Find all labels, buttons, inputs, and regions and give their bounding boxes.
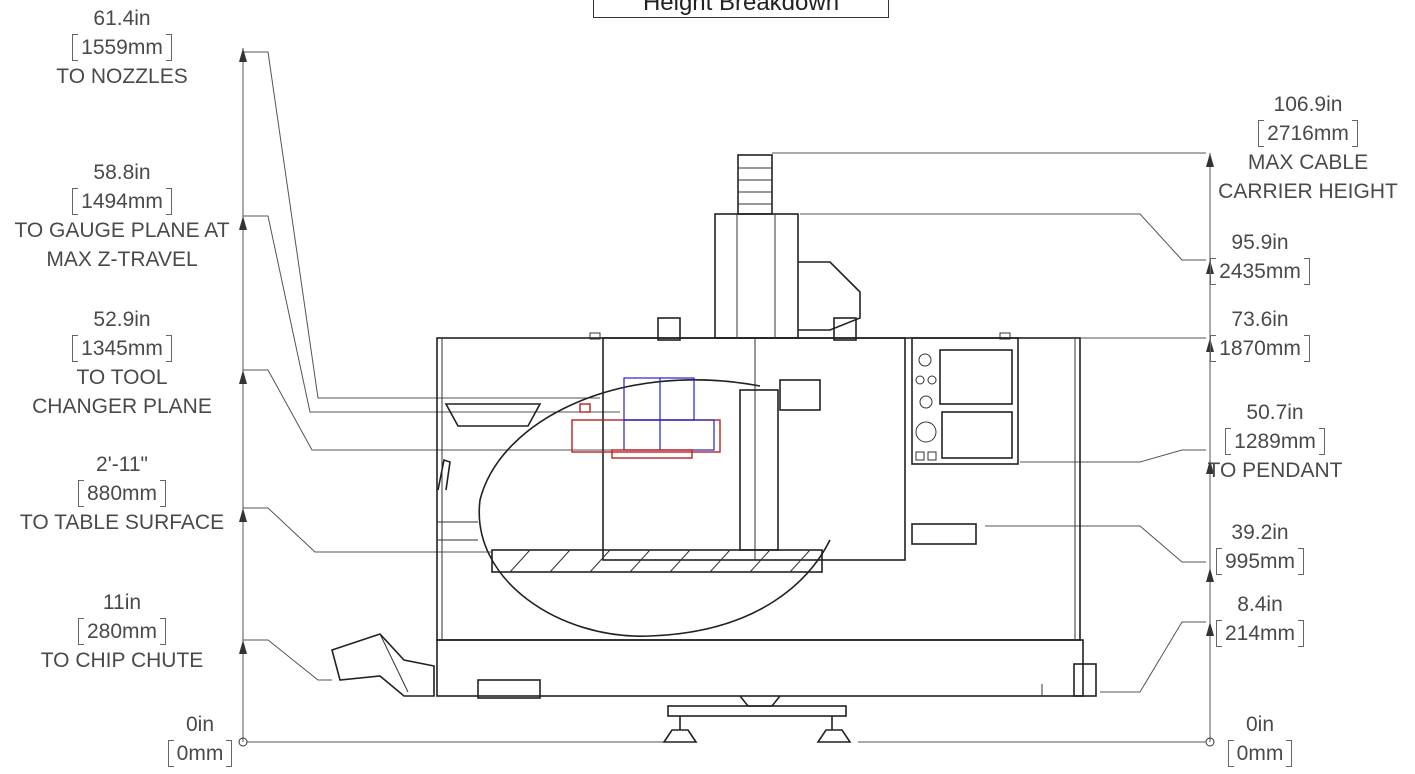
- dim-in: 73.6in: [1231, 308, 1289, 331]
- right-dim-73: 73.6in 1870mm: [1200, 305, 1320, 363]
- dim-in: 106.9in: [1273, 93, 1343, 116]
- dim-in: 0in: [1245, 713, 1275, 736]
- dim-mm: 0mm: [167, 739, 233, 768]
- dim-desc: TO PENDANT: [1207, 459, 1343, 482]
- left-dim-gauge-plane: 58.8in 1494mm TO GAUGE PLANE AT MAX Z-TR…: [2, 158, 242, 274]
- dim-in: 2'-11": [96, 453, 148, 476]
- left-dim-nozzles: 61.4in 1559mm TO NOZZLES: [2, 4, 242, 91]
- left-dim-zero: 0in 0mm: [140, 710, 260, 768]
- dim-desc: CHANGER PLANE: [32, 395, 212, 418]
- dim-in: 61.4in: [93, 7, 151, 30]
- right-dim-95: 95.9in 2435mm: [1200, 228, 1320, 286]
- left-leaders: [243, 51, 640, 681]
- left-dim-table-surface: 2'-11" 880mm TO TABLE SURFACE: [2, 450, 242, 537]
- machine-body: [331, 154, 1097, 743]
- dim-in: 39.2in: [1231, 521, 1289, 544]
- dim-mm: 1559mm: [72, 33, 172, 62]
- left-dimension-axis: [238, 48, 248, 747]
- dim-mm: 1494mm: [72, 187, 172, 216]
- right-dim-pendant: 50.7in 1289mm TO PENDANT: [1200, 398, 1350, 485]
- dim-mm: 1289mm: [1225, 427, 1325, 456]
- right-dimension-axis: [1205, 153, 1215, 747]
- dim-in: 50.7in: [1246, 401, 1304, 424]
- dim-desc: MAX Z-TRAVEL: [46, 248, 198, 271]
- left-dim-chip-chute: 11in 280mm TO CHIP CHUTE: [2, 588, 242, 675]
- dim-mm: 214mm: [1215, 619, 1305, 648]
- dim-desc: TO TABLE SURFACE: [19, 511, 225, 534]
- dim-desc: TO NOZZLES: [56, 65, 188, 88]
- dim-mm: 880mm: [77, 479, 167, 508]
- dim-mm: 1870mm: [1210, 334, 1310, 363]
- dim-mm: 2435mm: [1210, 257, 1310, 286]
- dim-in: 11in: [102, 591, 142, 614]
- dim-mm: 2716mm: [1258, 119, 1358, 148]
- diagram-title: Height Breakdown: [593, 0, 889, 18]
- dim-desc: TO CHIP CHUTE: [40, 649, 204, 672]
- right-dim-39: 39.2in 995mm: [1200, 518, 1320, 576]
- dim-in: 0in: [185, 713, 215, 736]
- dim-desc: CARRIER HEIGHT: [1218, 180, 1398, 203]
- dim-desc: MAX CABLE: [1247, 151, 1369, 174]
- dim-in: 8.4in: [1237, 593, 1283, 616]
- right-dim-cable-carrier: 106.9in 2716mm MAX CABLE CARRIER HEIGHT: [1208, 90, 1408, 206]
- dim-desc: TO TOOL: [76, 366, 168, 389]
- dim-in: 58.8in: [93, 161, 151, 184]
- left-dim-tool-changer: 52.9in 1345mm TO TOOL CHANGER PLANE: [2, 305, 242, 421]
- dim-in: 95.9in: [1231, 231, 1289, 254]
- dim-mm: 0mm: [1227, 739, 1293, 768]
- dim-desc: TO GAUGE PLANE AT: [14, 219, 230, 242]
- dim-in: 52.9in: [93, 308, 151, 331]
- right-dim-8: 8.4in 214mm: [1200, 590, 1320, 648]
- dim-mm: 995mm: [1215, 547, 1305, 576]
- right-dim-zero: 0in 0mm: [1200, 710, 1320, 768]
- dim-mm: 1345mm: [72, 334, 172, 363]
- right-leaders: [772, 152, 1206, 693]
- dim-mm: 280mm: [77, 617, 167, 646]
